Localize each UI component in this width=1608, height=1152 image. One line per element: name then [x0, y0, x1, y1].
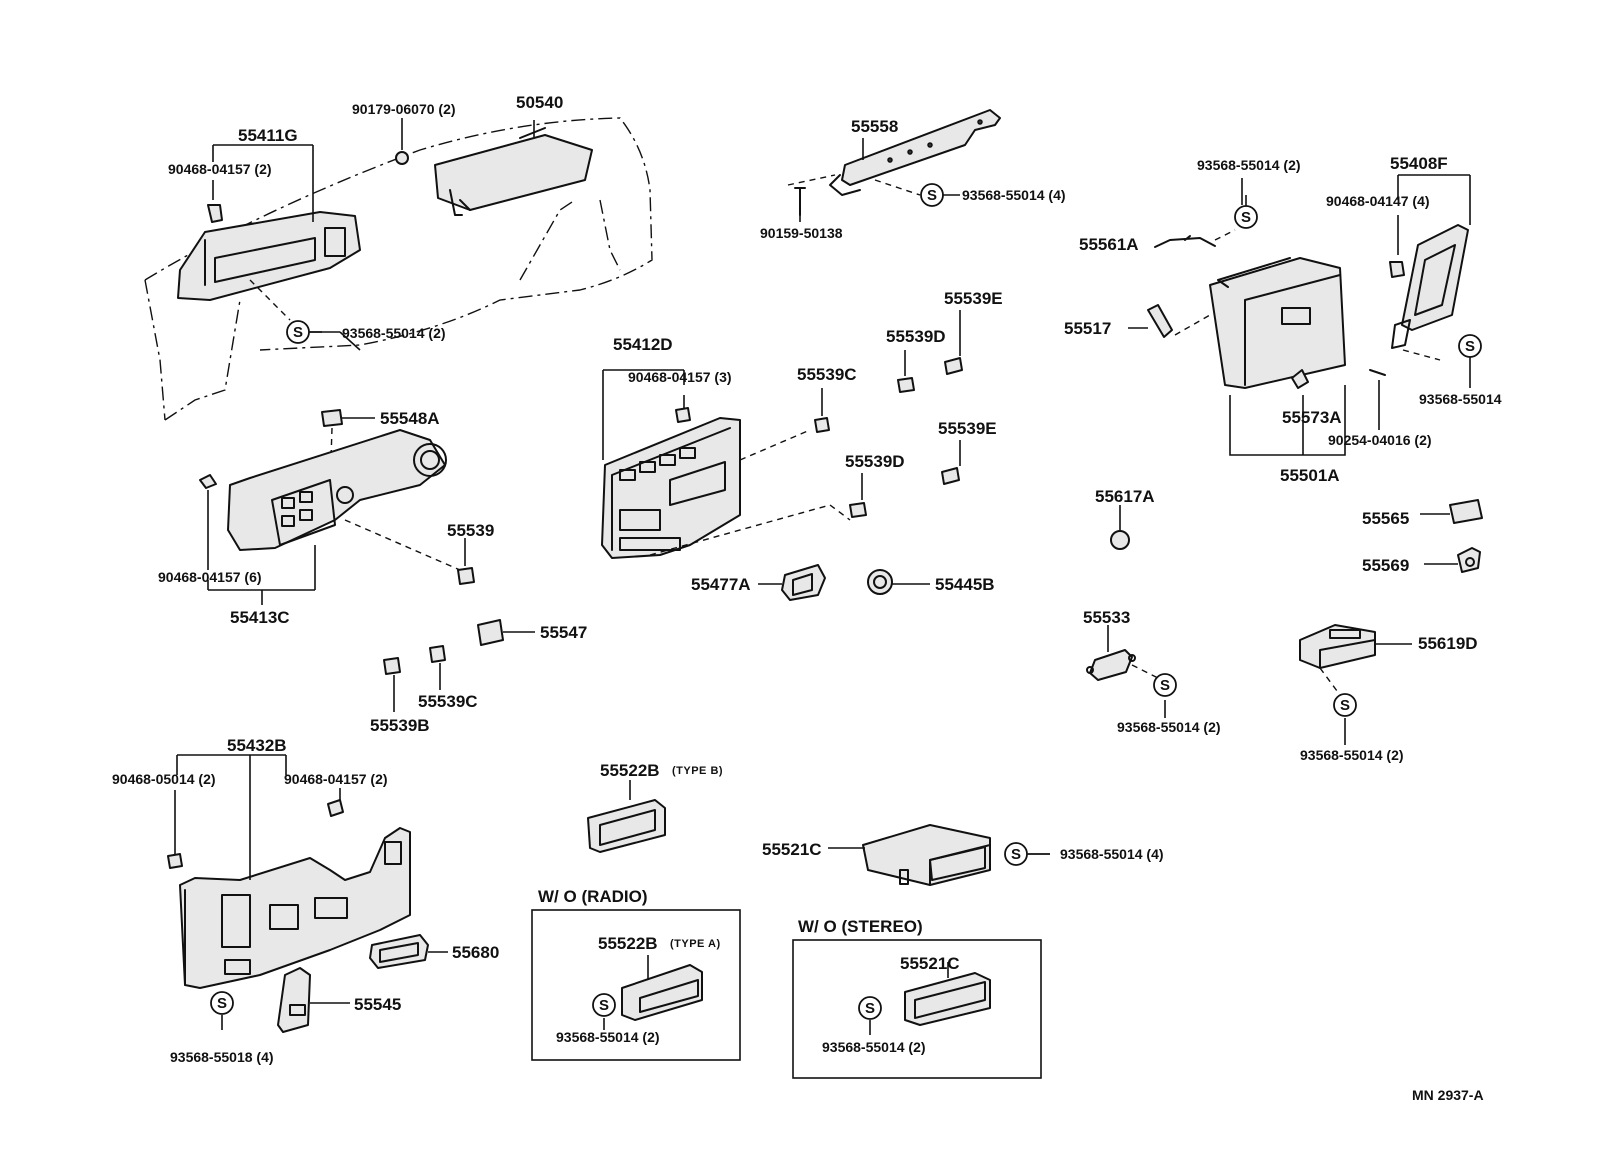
- label-93568-55014-radio-unit: 93568-55014 (4): [1060, 846, 1164, 862]
- label-55539: 55539: [447, 521, 495, 540]
- svg-text:S: S: [1465, 338, 1475, 355]
- label-55413C: 55413C: [230, 608, 290, 627]
- part-55558: [829, 109, 1001, 196]
- svg-text:S: S: [1340, 697, 1350, 714]
- label-55539D-upper: 55539D: [886, 327, 946, 346]
- label-55539C-lower: 55539C: [418, 692, 478, 711]
- label-93568-55014-top: 93568-55014 (2): [342, 325, 446, 341]
- label-55445B: 55445B: [935, 575, 995, 594]
- label-type-b: (TYPE B): [672, 765, 724, 777]
- label-93568-55014-bracket: 93568-55014 (4): [962, 187, 1066, 203]
- svg-text:S: S: [1241, 209, 1251, 226]
- svg-text:S: S: [1160, 677, 1170, 694]
- group-title-w-o-stereo: W/ O (STEREO): [798, 917, 923, 936]
- label-55619D: 55619D: [1418, 634, 1478, 653]
- label-55533: 55533: [1083, 608, 1131, 627]
- diagram-code: MN 2937-A: [1412, 1087, 1484, 1103]
- svg-text:S: S: [599, 997, 609, 1014]
- svg-text:S: S: [293, 324, 303, 341]
- label-55573A: 55573A: [1282, 408, 1342, 427]
- svg-text:S: S: [1011, 846, 1021, 863]
- part-55539E-bulb-1: [944, 310, 963, 375]
- label-90468-05014: 90468-05014 (2): [112, 771, 216, 787]
- part-55501A: [1209, 257, 1346, 389]
- label-93568-55014-right: 93568-55014: [1419, 391, 1502, 407]
- label-type-a: (TYPE A): [670, 938, 721, 950]
- label-55412D: 55412D: [613, 335, 673, 354]
- label-55561A: 55561A: [1079, 235, 1139, 254]
- label-93568-55014-w-o-stereo: 93568-55014 (2): [822, 1039, 926, 1055]
- part-55521C: [862, 824, 991, 886]
- label-93568-55014-619: 93568-55014 (2): [1300, 747, 1404, 763]
- label-90254-04016: 90254-04016 (2): [1328, 432, 1432, 448]
- bolt-symbols: S S S S S S S S S S: [210, 183, 1482, 1020]
- label-55558: 55558: [851, 117, 899, 136]
- label-55477A: 55477A: [691, 575, 751, 594]
- label-55517: 55517: [1064, 319, 1112, 338]
- label-55501A: 55501A: [1280, 466, 1340, 485]
- label-50540: 50540: [516, 93, 564, 112]
- dashboard-outline: [144, 117, 653, 421]
- part-55411G: [177, 211, 361, 301]
- label-90159-50138: 90159-50138: [760, 225, 843, 241]
- label-55547: 55547: [540, 623, 588, 642]
- part-55539C-bulb-1: [814, 388, 830, 433]
- label-90468-04147: 90468-04147 (4): [1326, 193, 1430, 209]
- label-90468-04157-left: 90468-04157 (6): [158, 569, 262, 585]
- label-55545: 55545: [354, 995, 402, 1014]
- label-90179-06070: 90179-06070 (2): [352, 101, 456, 117]
- label-55565: 55565: [1362, 509, 1410, 528]
- label-93568-55014-w-o-radio: 93568-55014 (2): [556, 1029, 660, 1045]
- label-55539E-lower: 55539E: [938, 419, 997, 438]
- svg-text:S: S: [217, 995, 227, 1012]
- label-93568-55014-glovebox: 93568-55014 (2): [1197, 157, 1301, 173]
- label-55569: 55569: [1362, 556, 1410, 575]
- part-55539D-bulb-2: [849, 473, 867, 518]
- label-55522B-type-b: 55522B: [600, 761, 660, 780]
- label-55521C-w-o-stereo: 55521C: [900, 954, 960, 973]
- label-55548A: 55548A: [380, 409, 440, 428]
- label-55539D-lower: 55539D: [845, 452, 905, 471]
- label-90468-04157-top: 90468-04157 (2): [168, 161, 272, 177]
- label-90468-04157-bottom: 90468-04157 (2): [284, 771, 388, 787]
- part-90179: [395, 118, 409, 165]
- label-55680: 55680: [452, 943, 500, 962]
- part-55413C: [227, 429, 447, 551]
- part-55408F: [1391, 224, 1469, 349]
- label-55411G: 55411G: [238, 126, 298, 145]
- label-55539B: 55539B: [370, 716, 430, 735]
- part-55619D: [1299, 624, 1376, 669]
- label-55432B: 55432B: [227, 736, 287, 755]
- label-93568-55014-533: 93568-55014 (2): [1117, 719, 1221, 735]
- label-55617A: 55617A: [1095, 487, 1155, 506]
- part-55412D: [601, 417, 741, 559]
- part-55539E-bulb-2: [941, 440, 961, 485]
- part-50540: [434, 127, 593, 216]
- part-55432B: [179, 827, 411, 989]
- svg-text:S: S: [927, 187, 937, 204]
- group-title-w-o-radio: W/ O (RADIO): [538, 887, 648, 906]
- label-55522B-type-a: 55522B: [598, 934, 658, 953]
- label-55539C-upper: 55539C: [797, 365, 857, 384]
- label-93568-55018: 93568-55018 (4): [170, 1049, 274, 1065]
- label-55539E-upper: 55539E: [944, 289, 1003, 308]
- label-55408F: 55408F: [1390, 154, 1448, 173]
- part-55539D-bulb-1: [897, 350, 915, 393]
- svg-text:S: S: [865, 1000, 875, 1017]
- label-90468-04157-center: 90468-04157 (3): [628, 369, 732, 385]
- label-55521C: 55521C: [762, 840, 822, 859]
